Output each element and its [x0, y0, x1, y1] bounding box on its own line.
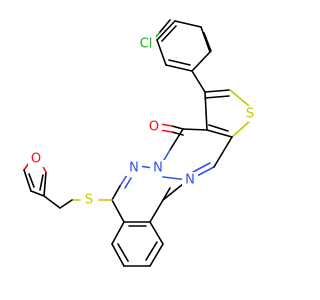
bond-ph-3	[149, 199, 164, 223]
sulfur-thioether-label: S	[85, 193, 93, 208]
bond-bz-2	[111, 243, 125, 267]
oxygen-furan-label: O	[31, 152, 41, 167]
bond-bz-4b	[145, 241, 158, 261]
bond-ring-3	[191, 51, 211, 72]
bond-ring-2	[200, 26, 211, 53]
chlorophenyl-ring	[149, 19, 212, 72]
bond-ph-4	[162, 187, 171, 201]
bond-py-2	[169, 128, 184, 151]
bond-bz-2b	[117, 243, 129, 262]
bond-th-2	[229, 89, 250, 107]
bond-ring-2b	[203, 32, 212, 52]
bond-th-3	[231, 121, 250, 138]
nitrogen-1-label: N	[185, 173, 195, 188]
bond-th-4	[206, 129, 233, 138]
bond-ring-6	[156, 20, 176, 41]
bond-aryl-link	[191, 70, 206, 93]
bond-fu-3	[30, 190, 45, 197]
bond-cn-1b	[124, 177, 132, 189]
molecule-canvas: Cl S O N N N S O	[23, 19, 258, 267]
bond-fu-1b	[39, 174, 44, 191]
benzo-ring	[111, 221, 164, 267]
bond-th-1b	[204, 95, 230, 99]
bond-cn-1	[119, 174, 128, 187]
oxygen-carbonyl-label: O	[149, 120, 159, 135]
bond-th-5	[204, 91, 208, 131]
bond-ring-4	[165, 64, 193, 72]
chlorine-label: Cl	[140, 37, 153, 52]
thiophene-ring	[204, 89, 250, 138]
bond-ring-4b	[168, 59, 191, 66]
bond-bz-5	[149, 221, 164, 245]
bond-bz-1	[111, 221, 125, 245]
molecule-structure: Cl S O N N N S O	[23, 19, 258, 267]
bond-c-cl-2	[159, 19, 171, 33]
bond-bz-4	[149, 243, 164, 267]
furfuryl-thioether	[23, 159, 113, 209]
bond-py-1	[182, 128, 208, 131]
bond-ch2-furan	[43, 195, 61, 209]
bond-ring-1	[174, 20, 202, 28]
bond-ch2	[59, 199, 73, 209]
nitrogen-3-label: N	[129, 161, 139, 176]
sulfur-thiophene-label: S	[246, 107, 254, 122]
bond-fu-2b	[28, 173, 35, 188]
bond-ph-1	[111, 199, 125, 223]
bond-ring-6b	[161, 25, 177, 42]
bond-co-1b	[171, 131, 184, 136]
bond-c-left	[111, 185, 121, 201]
bond-th-1	[204, 89, 231, 93]
atom-labels: Cl S O N N N S O	[28, 35, 258, 208]
bond-py-6	[213, 136, 233, 168]
bond-ring-5	[156, 39, 167, 66]
bond-py-5b	[192, 162, 211, 173]
bond-fu-2	[23, 169, 32, 192]
bond-th-4b	[208, 124, 229, 132]
bond-fu-1	[43, 171, 47, 197]
nitrogen-2-label: N	[153, 161, 163, 176]
bond-co-1	[171, 125, 184, 130]
